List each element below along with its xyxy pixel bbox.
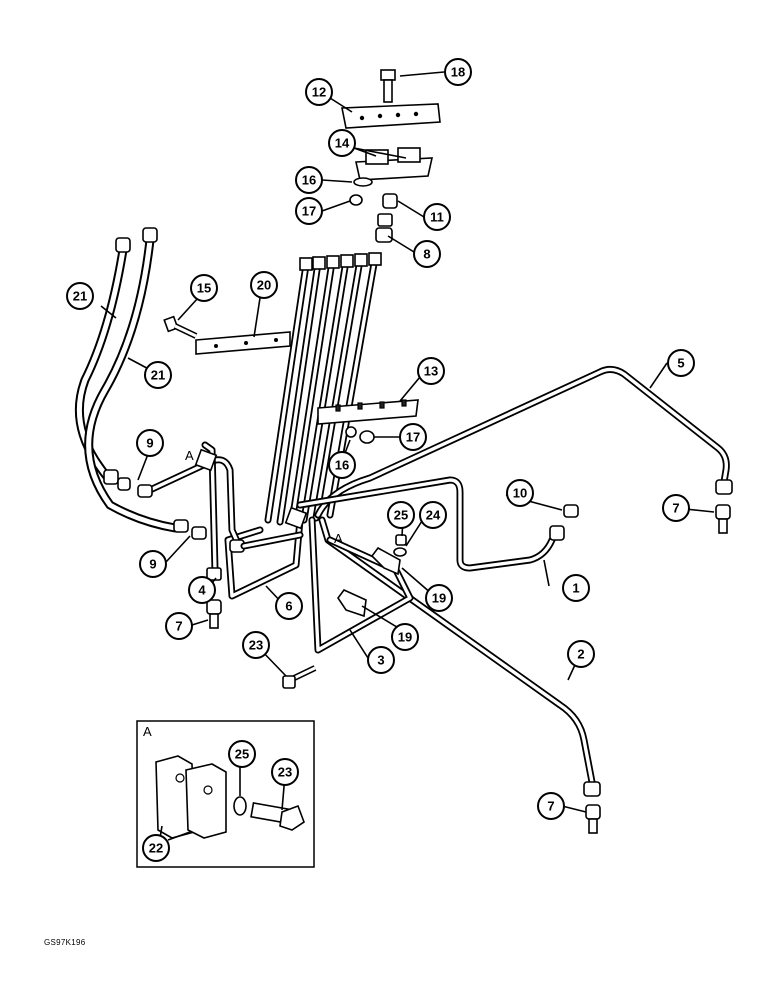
callout-18: 18 bbox=[444, 58, 472, 86]
svg-text:18: 18 bbox=[451, 65, 465, 80]
svg-text:2: 2 bbox=[577, 647, 584, 662]
callout-13: 13 bbox=[417, 357, 445, 385]
detail-label: A bbox=[143, 724, 152, 739]
clip-a-lower bbox=[284, 506, 308, 530]
washer-nut-16-17-top bbox=[349, 177, 373, 206]
clamp-block-14 bbox=[355, 147, 434, 181]
callout-14: 14 bbox=[328, 129, 356, 157]
callout-17-mid: 17 bbox=[399, 423, 427, 451]
svg-text:10: 10 bbox=[513, 486, 527, 501]
callout-20: 20 bbox=[250, 271, 278, 299]
svg-text:21: 21 bbox=[73, 289, 87, 304]
callout-23-main: 23 bbox=[242, 631, 270, 659]
svg-text:21: 21 bbox=[151, 368, 165, 383]
callout-19-right: 19 bbox=[425, 584, 453, 612]
fitting-7-bottom bbox=[585, 804, 601, 834]
tube-2 bbox=[318, 516, 601, 797]
callout-6: 6 bbox=[275, 592, 303, 620]
drawing-code: GS97K196 bbox=[44, 938, 86, 947]
tube-bundle bbox=[264, 252, 382, 526]
fitting-11-8 bbox=[375, 193, 398, 243]
svg-text:17: 17 bbox=[406, 430, 420, 445]
callout-3: 3 bbox=[367, 646, 395, 674]
fitting-7-left bbox=[206, 599, 222, 629]
svg-text:24: 24 bbox=[426, 508, 441, 523]
callout-11: 11 bbox=[423, 203, 451, 231]
svg-text:19: 19 bbox=[432, 591, 446, 606]
svg-text:19: 19 bbox=[398, 630, 412, 645]
callout-24: 24 bbox=[419, 501, 447, 529]
svg-text:17: 17 bbox=[302, 204, 316, 219]
fitting-10 bbox=[563, 504, 579, 518]
callout-16-top: 16 bbox=[295, 166, 323, 194]
svg-text:9: 9 bbox=[146, 436, 153, 451]
callout-25-main: 25 bbox=[387, 501, 415, 529]
callout-16-mid: 16 bbox=[328, 451, 356, 479]
svg-text:20: 20 bbox=[257, 278, 271, 293]
tube-6 bbox=[224, 516, 304, 600]
bolt-23 bbox=[282, 665, 317, 689]
clamp-block-13 bbox=[317, 399, 419, 425]
svg-text:9: 9 bbox=[149, 557, 156, 572]
tube-5 bbox=[314, 365, 733, 519]
callout-7-right: 7 bbox=[662, 494, 690, 522]
tube-1 bbox=[296, 476, 565, 572]
svg-text:25: 25 bbox=[235, 747, 249, 762]
callout-1: 1 bbox=[562, 574, 590, 602]
svg-text:13: 13 bbox=[424, 364, 438, 379]
svg-text:25: 25 bbox=[394, 508, 408, 523]
callout-17-top: 17 bbox=[295, 197, 323, 225]
svg-text:7: 7 bbox=[175, 619, 182, 634]
callout-5: 5 bbox=[667, 349, 695, 377]
svg-text:3: 3 bbox=[377, 653, 384, 668]
svg-text:23: 23 bbox=[278, 765, 292, 780]
callout-22: 22 bbox=[142, 834, 170, 862]
washer-nut-16-17-mid bbox=[345, 426, 375, 444]
svg-text:11: 11 bbox=[430, 210, 444, 225]
clip-a-upper bbox=[194, 448, 218, 472]
svg-text:8: 8 bbox=[423, 247, 430, 262]
svg-text:7: 7 bbox=[672, 501, 679, 516]
svg-text:16: 16 bbox=[335, 458, 349, 473]
svg-text:15: 15 bbox=[197, 281, 211, 296]
view-ref-a-lower: A bbox=[334, 531, 343, 546]
clip-19-right bbox=[370, 534, 407, 576]
callout-19-lower: 19 bbox=[391, 623, 419, 651]
callout-15: 15 bbox=[190, 274, 218, 302]
view-ref-a-upper: A bbox=[185, 448, 194, 463]
callout-12: 12 bbox=[305, 78, 333, 106]
callout-8: 8 bbox=[413, 240, 441, 268]
svg-text:7: 7 bbox=[547, 799, 554, 814]
svg-text:12: 12 bbox=[312, 85, 326, 100]
svg-text:6: 6 bbox=[285, 599, 292, 614]
tube-3 bbox=[308, 516, 414, 654]
svg-text:22: 22 bbox=[149, 841, 163, 856]
callout-25-detail: 25 bbox=[228, 740, 256, 768]
clamp-plate-20 bbox=[195, 331, 291, 355]
clip-19-lower bbox=[337, 589, 367, 618]
callout-7-bottom: 7 bbox=[537, 792, 565, 820]
svg-text:4: 4 bbox=[198, 583, 206, 598]
callout-23-detail: 23 bbox=[271, 758, 299, 786]
callout-9-upper: 9 bbox=[136, 429, 164, 457]
svg-text:14: 14 bbox=[335, 136, 350, 151]
hoses-21 bbox=[74, 227, 207, 540]
fitting-7-right bbox=[715, 504, 731, 534]
svg-text:16: 16 bbox=[302, 173, 316, 188]
callout-21-upper: 21 bbox=[66, 282, 94, 310]
clamp-plate-12 bbox=[341, 103, 441, 129]
bolt-15 bbox=[163, 315, 198, 339]
callout-21-lower: 21 bbox=[144, 361, 172, 389]
svg-text:23: 23 bbox=[249, 638, 263, 653]
callout-7-left: 7 bbox=[165, 612, 193, 640]
callout-10: 10 bbox=[506, 479, 534, 507]
callout-9-lower: 9 bbox=[139, 550, 167, 578]
callout-4: 4 bbox=[188, 576, 216, 604]
svg-text:1: 1 bbox=[572, 581, 579, 596]
svg-text:5: 5 bbox=[677, 356, 684, 371]
callout-2: 2 bbox=[567, 640, 595, 668]
bolt-18 bbox=[380, 69, 396, 103]
